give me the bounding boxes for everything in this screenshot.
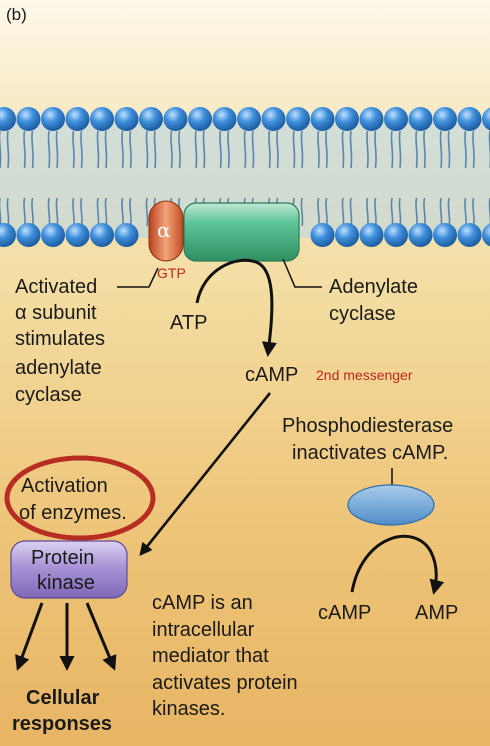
phospholipid-head — [114, 223, 139, 247]
amp-label: AMP — [415, 602, 459, 624]
phospholipid-head — [457, 223, 482, 247]
alpha-symbol: α — [157, 218, 171, 242]
phospholipid-head — [384, 107, 408, 131]
phospholipid-head — [335, 107, 359, 131]
cellular-response-arrows — [15, 602, 117, 671]
camp-mediator-line-1: cAMP is an — [152, 592, 253, 614]
camp-left-label: cAMP — [318, 602, 372, 624]
cellular-responses-line-2: responses — [12, 713, 113, 735]
cellular-responses-line-1: Cellular — [26, 687, 100, 709]
phospholipid-head — [286, 107, 310, 131]
phospholipid-head — [261, 107, 286, 131]
phospholipid-head — [41, 223, 65, 247]
camp-mediator-line-5: kinases. — [152, 698, 226, 720]
activated-alpha-line-1: Activated — [15, 276, 98, 298]
camp-mediator-line-2: intracellular — [152, 619, 255, 641]
activation-line-1: Activation — [21, 475, 108, 497]
activated-alpha-line-4: adenylate — [15, 357, 102, 379]
phospholipid-head — [0, 223, 16, 247]
highlight-circle — [4, 455, 156, 541]
phospholipid-head — [457, 107, 482, 131]
phospholipid-head — [335, 223, 359, 247]
phospholipid-head — [237, 107, 261, 131]
phospholipid-head — [65, 223, 90, 247]
adenylate-cyclase — [183, 202, 300, 262]
phospholipid-head — [359, 223, 384, 247]
phospholipid-head — [310, 223, 335, 247]
phospholipid-head — [384, 223, 408, 247]
phospholipid-head — [482, 107, 490, 131]
phospholipid-head — [41, 107, 65, 131]
phospholipid-head — [16, 223, 41, 247]
phospholipid-head — [359, 107, 384, 131]
alpha-subunit — [148, 200, 184, 262]
activation-line-2: of enzymes. — [19, 502, 127, 524]
cyclase-leader-line — [282, 258, 322, 288]
phosphodiesterase — [347, 484, 435, 526]
protein-kinase-line-1: Protein — [31, 547, 95, 569]
activated-alpha-line-5: cyclase — [15, 384, 82, 406]
camp-to-kinase-arrow — [139, 392, 272, 557]
cell-membrane — [0, 107, 490, 247]
activated-alpha-line-2: α subunit — [15, 302, 97, 324]
phospholipid-head — [163, 107, 188, 131]
camp-mediator-line-3: mediator that — [152, 645, 269, 667]
phosphodiesterase-line-1: Phosphodiesterase — [282, 415, 454, 437]
phosphodiesterase-line-2: inactivates cAMP. — [292, 442, 449, 464]
phospholipid-head — [16, 107, 41, 131]
phospholipid-head — [139, 107, 163, 131]
phospholipid-head — [433, 223, 457, 247]
protein-kinase — [10, 540, 128, 599]
second-messenger-label: 2nd messenger — [316, 367, 413, 383]
gtp-label: GTP — [157, 265, 186, 281]
camp-mediator-line-4: activates protein — [152, 672, 298, 694]
protein-kinase-line-2: kinase — [37, 572, 95, 594]
phospholipid-head — [114, 107, 139, 131]
phospholipid-head — [188, 107, 212, 131]
phospholipid-heads-inner — [0, 223, 490, 247]
phospholipid-head — [90, 223, 114, 247]
activated-alpha-line-3: stimulates — [15, 328, 106, 350]
phospholipid-head — [65, 107, 90, 131]
phospholipid-head — [212, 107, 237, 131]
phospholipid-head — [408, 223, 433, 247]
phospholipid-head — [408, 107, 433, 131]
phospholipid-head — [433, 107, 457, 131]
phospholipid-head — [0, 107, 16, 131]
phospholipid-heads-outer — [0, 107, 490, 131]
atp-label: ATP — [170, 312, 208, 334]
corner-label: (b) — [6, 5, 27, 24]
phospholipid-head — [310, 107, 335, 131]
phospholipid-head — [90, 107, 114, 131]
alpha-leader-line — [117, 267, 159, 288]
adenylate-cyclase-line-1: Adenylate — [329, 276, 418, 298]
phospholipid-head — [482, 223, 490, 247]
adenylate-cyclase-line-2: cyclase — [329, 303, 396, 325]
camp-to-amp-arrow — [350, 535, 445, 595]
camp-main-label: cAMP — [245, 364, 299, 386]
atp-to-camp-arrow — [195, 258, 277, 357]
